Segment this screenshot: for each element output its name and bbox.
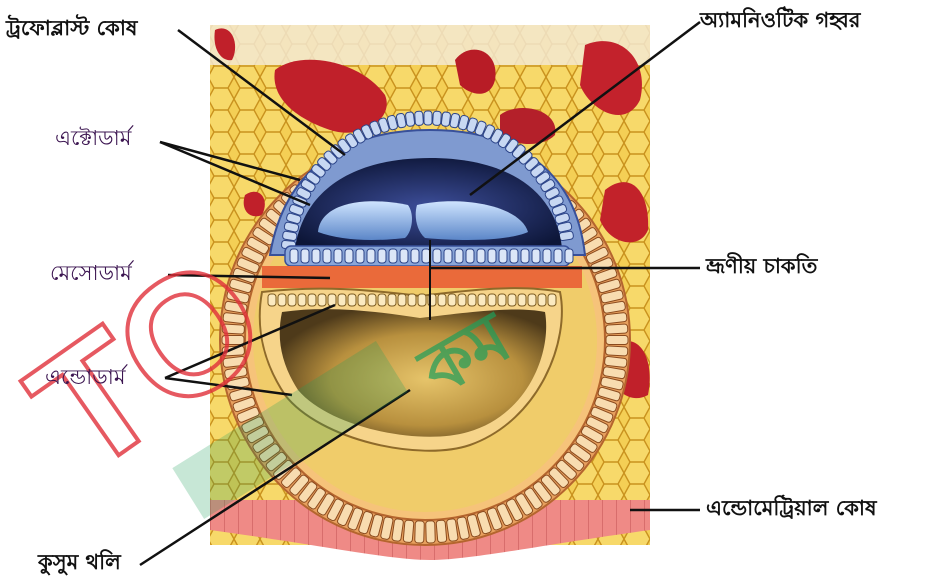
cell [528,294,536,306]
cell [334,249,342,263]
cell [345,249,353,263]
cell [441,112,451,127]
cell [278,294,286,306]
cell [415,521,425,543]
cell [559,231,574,241]
cell [548,294,556,306]
cell [606,336,628,345]
cell [308,294,316,306]
cell [338,294,346,306]
cell [424,111,432,125]
cell [604,356,627,367]
label-embryonic-disc: ভ্রূণীয় চাকতি [706,256,817,277]
cell [488,294,496,306]
cell [323,249,331,263]
label-trophoblast: ট্রফোব্লাস্ট কোষ [6,18,137,39]
cell [298,294,306,306]
label-mesoderm: মেসোডার্ম [50,263,132,284]
cell [538,294,546,306]
label-endometrial-cell: এন্ডোমেট্রিয়াল কোষ [706,498,877,519]
cell [436,520,447,543]
cell [518,294,526,306]
cell [605,324,627,334]
cell [605,346,627,356]
cell [458,294,466,306]
cell [510,249,518,263]
label-ectoderm: এক্টোডার্ম [55,128,131,149]
cell [389,249,397,263]
label-yolk-sac: কুসুম থলি [38,552,121,573]
cell [444,249,452,263]
cell [348,294,356,306]
cell [488,249,496,263]
cell [408,294,416,306]
cell [318,294,326,306]
cell [328,294,336,306]
cell [368,294,376,306]
cell [400,249,408,263]
cell [521,249,529,263]
cell [268,294,276,306]
cell [398,294,406,306]
cell [367,249,375,263]
cell [358,294,366,306]
cell [498,294,506,306]
cell [405,112,415,127]
cell [466,249,474,263]
cell [290,249,298,263]
cell [565,249,573,263]
cell [499,249,507,263]
cell [415,111,424,125]
cell [288,294,296,306]
cell [508,294,516,306]
label-endoderm: এন্ডোডার্ম [45,367,125,388]
cell [388,294,396,306]
endoderm-cells [268,294,556,306]
cell [532,249,540,263]
cell [378,249,386,263]
cell [312,249,320,263]
cell [422,249,430,263]
cell [433,111,442,125]
cell [543,249,551,263]
cell [301,249,309,263]
cell [378,294,386,306]
cell [455,249,463,263]
cell [448,294,456,306]
cell [438,294,446,306]
cell [426,521,436,543]
cell [554,249,562,263]
cell [403,520,414,543]
cell [418,294,426,306]
cell [477,249,485,263]
cell [604,312,627,323]
cell [356,249,364,263]
cell [433,249,441,263]
label-amniotic-cavity: অ্যামনিওটিক গহ্বর [700,10,860,31]
cell [411,249,419,263]
